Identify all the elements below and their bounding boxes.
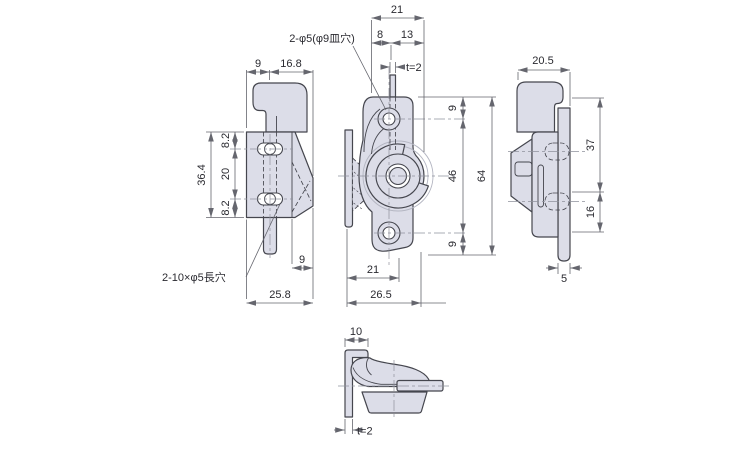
note-label-slots: 2-10×φ5長穴 bbox=[162, 270, 226, 284]
right-view-hook-lobe bbox=[510, 138, 533, 213]
front-view-plate-hidden-edges bbox=[389, 97, 396, 150]
dim-label-bottom-10: 10 bbox=[350, 326, 362, 338]
front-view: 21 8 13 t=2 9 46 9 64 21 26.5 2-φ5(φ9皿穴) bbox=[289, 4, 496, 307]
dim-label-right-16: 16 bbox=[585, 206, 597, 218]
dim-label-front-t2: t=2 bbox=[406, 62, 422, 74]
bottom-view-hook-fold-line bbox=[366, 357, 372, 376]
dim-label-front-13: 13 bbox=[401, 29, 413, 41]
front-view-plate-edge bbox=[389, 74, 397, 98]
dim-label-left-bottom9: 9 bbox=[299, 254, 305, 266]
dim-label-front-46: 46 bbox=[447, 170, 459, 182]
dim-label-front-21-bottom: 21 bbox=[367, 264, 379, 276]
ext-lines-right bbox=[517, 72, 604, 274]
dim-label-front-9a: 9 bbox=[447, 105, 459, 111]
right-side-view: 20.5 37 16 5 bbox=[508, 55, 604, 285]
dim-label-front-265: 26.5 bbox=[370, 289, 391, 301]
dim-label-left-20: 20 bbox=[220, 168, 232, 180]
right-view-keeper-slot bbox=[537, 164, 544, 208]
dim-label-right-5: 5 bbox=[561, 273, 567, 285]
ext-lines-left-top bbox=[206, 70, 314, 299]
right-view-hook-housing bbox=[516, 81, 564, 133]
dim-label-left-82b: 8.2 bbox=[220, 200, 232, 215]
left-view-hidden-lobe-edge-a bbox=[291, 161, 312, 202]
front-view-hook-tail-outer bbox=[363, 108, 381, 153]
right-view-body bbox=[531, 131, 559, 238]
dim-label-front-8: 8 bbox=[377, 29, 383, 41]
bottom-view-frame-bracket bbox=[344, 349, 369, 418]
right-view-hidden-hole-lower bbox=[544, 192, 570, 211]
dim-label-left-top168: 16.8 bbox=[280, 58, 301, 70]
left-side-view: 9 16.8 8.2 20 8.2 36.4 9 25.8 2-10×φ5長穴 bbox=[162, 58, 314, 306]
ext-lines-front bbox=[346, 20, 496, 307]
dim-label-left-82a: 8.2 bbox=[220, 133, 232, 148]
leader-line-countersink-note bbox=[352, 45, 387, 111]
dim-label-left-364: 36.4 bbox=[196, 164, 208, 185]
dim-label-front-9b: 9 bbox=[447, 241, 459, 247]
right-view-frame-strip bbox=[557, 107, 571, 262]
bottom-view-base bbox=[361, 391, 428, 414]
bottom-view-hook-inner-curve bbox=[352, 367, 418, 385]
dim-label-left-258: 25.8 bbox=[269, 289, 290, 301]
dim-label-right-37: 37 bbox=[585, 139, 597, 151]
bottom-view: 10 t=2 bbox=[334, 326, 452, 438]
dim-label-left-top9: 9 bbox=[255, 58, 261, 70]
leader-line-slot-note bbox=[245, 203, 281, 278]
dim-label-front-64: 64 bbox=[476, 170, 488, 182]
note-label-countersink: 2-φ5(φ9皿穴) bbox=[289, 31, 355, 45]
dim-label-bottom-t2: t=2 bbox=[357, 426, 373, 438]
dim-label-right-205: 20.5 bbox=[532, 55, 553, 67]
right-view-hidden-hole-upper bbox=[544, 142, 570, 161]
dim-label-front-21-top: 21 bbox=[391, 4, 403, 16]
front-view-frame-strip bbox=[344, 129, 354, 228]
left-view-hook-housing bbox=[252, 82, 308, 133]
left-view-hidden-lobe-edge-b bbox=[291, 180, 311, 213]
front-view-hidden-hook-hatch bbox=[353, 171, 365, 210]
right-view-keeper-tab bbox=[514, 161, 533, 177]
